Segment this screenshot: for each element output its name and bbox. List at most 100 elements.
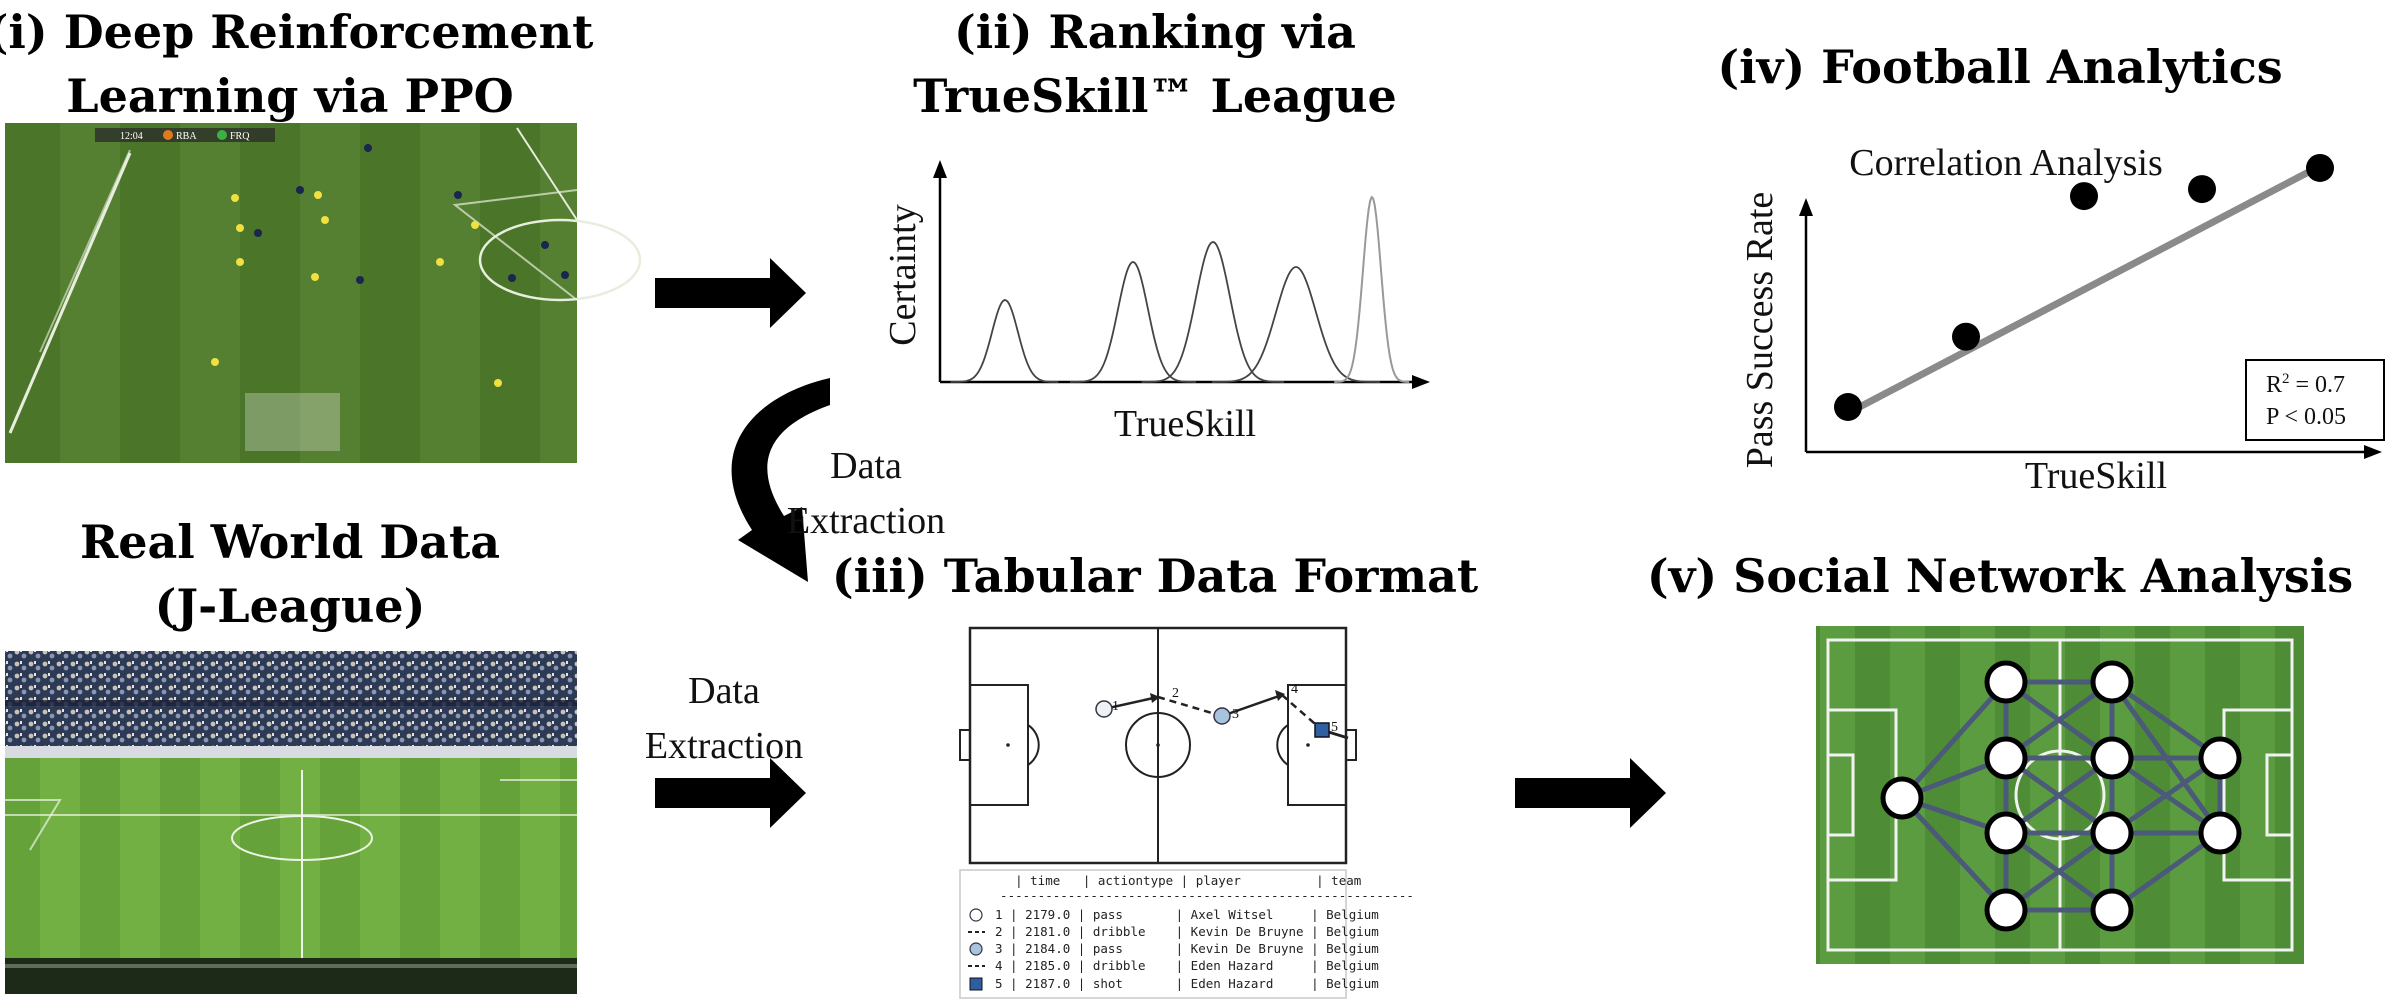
game-hud-bar [95,128,275,142]
table-row: 2 | 2181.0 | dribble | Kevin De Bruyne |… [968,924,1379,939]
network-edge [2110,830,2222,913]
analytics-ylabel: Pass Success Rate [1739,192,1781,469]
analytics-y-arrow-icon [1799,198,1813,216]
network-node [1984,888,2028,932]
title-rl-line1: (i) Deep Reinforcement [0,5,594,59]
network-edge [1900,680,2008,800]
table-row-text-4: 4 | 2185.0 | dribble | Eden Hazard | Bel… [995,958,1379,973]
network-node [1984,660,2028,704]
sna-pitch [1816,626,2304,964]
ranking-curve-1 [950,299,1059,383]
title-rl-line2: Learning via PPO [66,69,513,123]
scatter-point [1952,322,1980,351]
network-node [2090,888,2134,932]
network-node [1984,736,2028,780]
network-edge [2110,755,2222,836]
network-node [2198,811,2242,855]
table-row-text-2: 2 | 2181.0 | dribble | Kevin De Bruyne |… [995,924,1379,939]
analytics-x-arrow-icon [2364,445,2382,459]
ranking-plot: Certainty TrueSkill [882,160,1430,445]
ranking-curve-2 [1070,261,1196,383]
action-marker-5 [1314,722,1330,738]
network-edge [1900,796,2008,912]
arrow-tabular-to-sna [1515,758,1666,828]
action-marker-1 [1095,700,1113,718]
network-edge [2004,679,2114,761]
title-tabular: (iii) Tabular Data Format [832,549,1479,603]
network-edge [2004,830,2114,913]
network-node [2090,660,2134,704]
network-nodes [1880,660,2242,932]
pitch-label-1: 1 [1112,699,1119,714]
game-hud-score-right: FRQ [230,131,250,142]
regression-line [1848,161,2324,416]
row-marker-1-icon [969,908,983,922]
action-table: | time | actiontype | player | team ----… [959,869,1414,999]
analytics-plot: Correlation Analysis Pass Success Rate T… [1739,142,2385,497]
scatter-point [2070,182,2098,211]
stadium-photo [5,651,577,994]
network-node [2090,736,2134,780]
network-node [1984,811,2028,855]
table-row-text-1: 1 | 2179.0 | pass | Axel Witsel | Belgiu… [995,907,1379,922]
scatter-point [2188,175,2216,204]
action-arrowhead-3-icon [1275,690,1285,701]
action-dribble-4 [1281,694,1323,731]
table-divider: ----------------------------------------… [985,888,1414,903]
network-node [2090,811,2134,855]
title-rw-line2: (J-League) [155,579,426,633]
network-edge [2110,679,2222,761]
network-node [1880,776,1924,820]
stat-r2: R2 = 0.7 [2266,371,2345,398]
team-badge-right-icon [217,130,227,140]
title-rank-line1: (ii) Ranking via [954,5,1356,59]
title-analytics: (iv) Football Analytics [1717,40,2282,94]
extraction2-line1: Data [688,670,760,712]
row-marker-5-icon [969,977,983,991]
network-edge [2109,680,2223,835]
extraction1-line2: Extraction [787,500,945,542]
ranking-x-arrow-icon [1412,375,1430,389]
table-row-text-3: 3 | 2184.0 | pass | Kevin De Bruyne | Be… [995,941,1379,956]
pitch-label-3: 3 [1232,707,1239,722]
table-header: | time | actiontype | player | team [985,873,1361,888]
title-sna: (v) Social Network Analysis [1647,549,2353,603]
tabular-pitch: 1 2 3 4 5 [959,626,1357,865]
ranking-xlabel: TrueSkill [1114,403,1256,445]
title-rw-line1: Real World Data [80,515,500,569]
game-screenshot: 12:04 RBA FRQ [5,123,642,463]
analytics-chart-title: Correlation Analysis [1849,142,2162,184]
extraction2-line2: Extraction [645,725,803,767]
action-pass-3 [1221,693,1283,718]
stat-p: P < 0.05 [2266,404,2346,430]
network-edge [2004,755,2114,836]
action-pass-1 [1103,695,1159,711]
stats-box [2245,359,2385,441]
arrow-rl-to-ranking [655,258,806,328]
game-hud-clock: 12:04 [120,131,143,142]
ranking-y-arrow-icon [933,160,947,178]
arrow-curved-extraction [731,378,830,582]
action-marker-3 [1213,707,1231,725]
analytics-xlabel: TrueSkill [2025,455,2167,497]
table-row-text-5: 5 | 2187.0 | shot | Eden Hazard | Belgiu… [995,976,1379,991]
ranking-ylabel: Certainty [882,204,924,345]
table-row: 3 | 2184.0 | pass | Kevin De Bruyne | Be… [969,941,1379,956]
table-row: 5 | 2187.0 | shot | Eden Hazard | Belgiu… [969,976,1379,991]
pitch-label-4: 4 [1291,682,1298,697]
row-marker-3-icon [969,942,983,956]
scatter-point [2306,153,2334,182]
ranking-curve-3 [1141,241,1285,383]
table-row: 4 | 2185.0 | dribble | Eden Hazard | Bel… [968,958,1379,973]
action-arrowhead-1-icon [1150,693,1160,703]
game-minimap [245,393,340,451]
network-node [2198,736,2242,780]
team-badge-left-icon [163,130,173,140]
game-players [211,144,569,387]
ranking-curve-5 [1334,195,1410,383]
extraction1-line1: Data [830,445,902,487]
table-row: 1 | 2179.0 | pass | Axel Witsel | Belgiu… [969,907,1379,922]
pitch-label-5: 5 [1331,720,1338,735]
title-rank-line2: TrueSkill™ League [913,69,1397,123]
game-hud-score-left: RBA [176,131,197,142]
